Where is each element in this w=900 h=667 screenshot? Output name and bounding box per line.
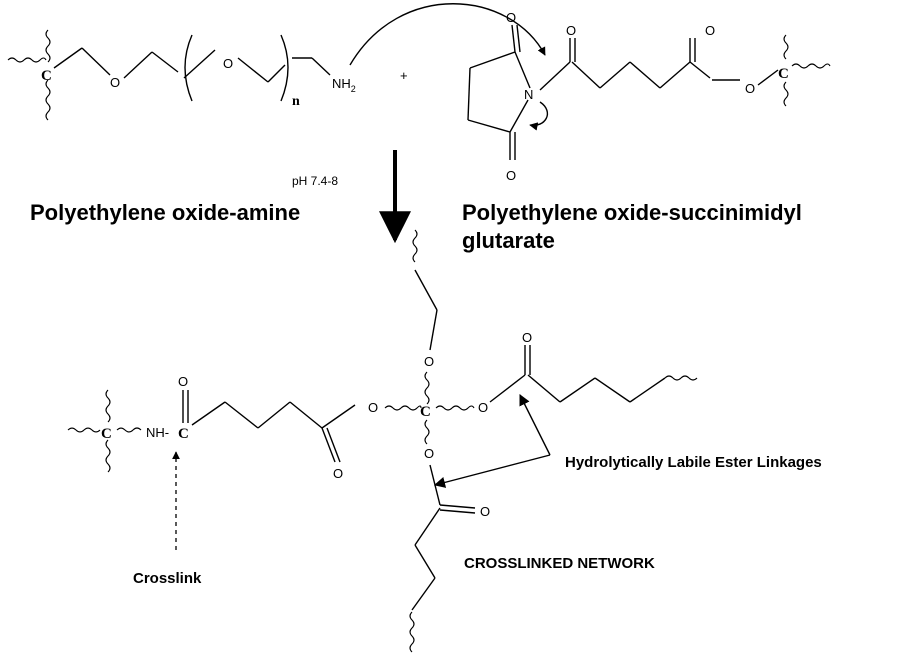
- oxygen-atom: O: [506, 168, 516, 183]
- crosslink-label: Crosslink: [133, 570, 202, 587]
- central-carbon: C: [420, 404, 431, 420]
- electron-flow-arrow: [529, 101, 549, 131]
- oxygen-atom: O: [478, 400, 488, 415]
- carbon-atom: C: [101, 426, 112, 442]
- nucleophilic-attack-arrow: [349, 3, 546, 66]
- product-label: CROSSLINKED NETWORK: [464, 555, 655, 572]
- repeat-bracket-right: [280, 34, 289, 102]
- oxygen-atom: O: [522, 330, 532, 345]
- ester-linkage-arrow-upper: [519, 393, 551, 456]
- oxygen-atom: O: [368, 400, 378, 415]
- reactant-succinimidyl-label-line1: Polyethylene oxide-succinimidyl: [462, 200, 802, 225]
- oxygen-atom: O: [223, 56, 233, 71]
- ester-linkage-label: Hydrolytically Labile Ester Linkages: [565, 454, 822, 471]
- oxygen-atom: O: [745, 81, 755, 96]
- carbon-atom: C: [41, 68, 52, 84]
- nitrogen-atom: N: [524, 87, 533, 102]
- carbon-atom: C: [778, 66, 789, 82]
- amine-group: NH2: [332, 76, 356, 94]
- oxygen-atom: O: [424, 354, 434, 369]
- reactant-succinimidyl-label-line2: glutarate: [462, 228, 555, 253]
- oxygen-atom: O: [705, 23, 715, 38]
- wavy-bond-bottom: [45, 79, 51, 121]
- oxygen-atom: O: [424, 446, 434, 461]
- oxygen-atom: O: [566, 23, 576, 38]
- oxygen-atom: O: [110, 75, 120, 90]
- oxygen-atom: O: [178, 374, 188, 389]
- amide-nh: NH-: [146, 425, 169, 440]
- wavy-bond-left: [7, 57, 47, 63]
- wavy-bond-top: [45, 29, 51, 63]
- reactant-amine-label: Polyethylene oxide-amine: [30, 200, 300, 225]
- reaction-condition: pH 7.4-8: [292, 174, 338, 188]
- product-network-structure: C NH- C O O O C O O O O: [67, 229, 698, 653]
- amide-carbon: C: [178, 426, 189, 442]
- repeat-count: n: [292, 94, 300, 109]
- oxygen-atom: O: [333, 466, 343, 481]
- ester-linkage-arrow-lower: [433, 454, 551, 488]
- repeat-bracket-left: [184, 34, 193, 102]
- reactant-amine-structure: C O O n NH2: [7, 29, 356, 121]
- oxygen-atom: O: [480, 504, 490, 519]
- oxygen-atom: O: [506, 10, 516, 25]
- plus-sign: +: [400, 68, 408, 83]
- reactant-succinimidyl-structure: O O N O O O C: [467, 10, 831, 183]
